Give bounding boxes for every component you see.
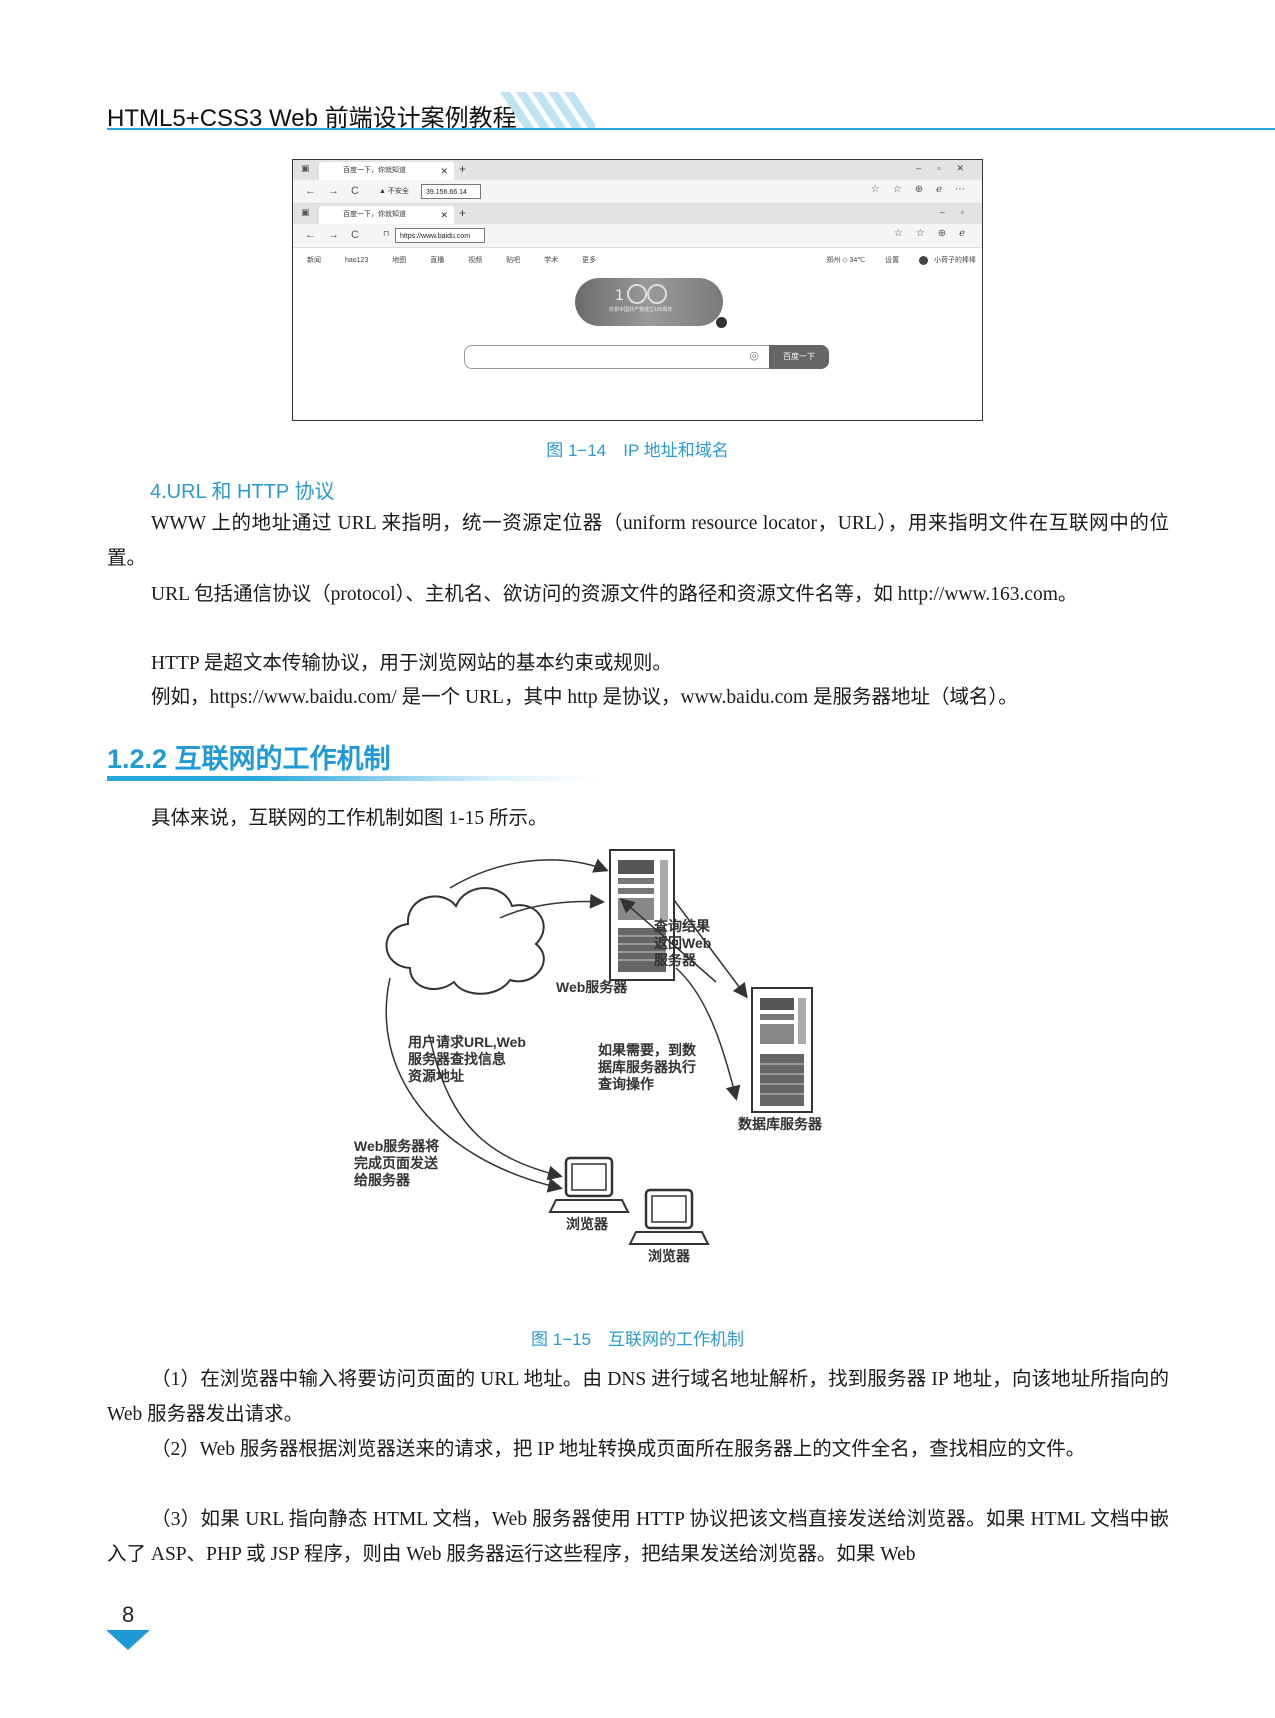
url-field-ip[interactable]: 39.156.66.14	[421, 184, 481, 199]
database-server-label: 数据库服务器	[738, 1116, 822, 1132]
browser-label-1: 浏览器	[566, 1216, 608, 1232]
close-icon[interactable]: ✕	[440, 166, 448, 176]
window-controls[interactable]: –▫	[939, 207, 980, 217]
arrow-cloud-to-browser	[385, 977, 563, 1193]
section-title: 1.2.2 互联网的工作机制	[107, 744, 391, 774]
paragraph: 例如，https://www.baidu.com/ 是一个 URL，其中 htt…	[151, 687, 1018, 708]
camera-icon[interactable]: ◎	[749, 350, 759, 362]
toolbar-icons[interactable]: ☆☆⊕ℯ	[893, 228, 978, 239]
user-request-label: 用户请求URL,Web 服务器查找信息 资源地址	[408, 1034, 526, 1084]
nav-link[interactable]: hao123	[344, 257, 369, 264]
window-icon: ▣	[301, 207, 310, 217]
figure-caption-1-15: 图 1−15 互联网的工作机制	[530, 1330, 744, 1349]
new-tab-icon[interactable]: +	[459, 206, 467, 220]
baidu-search-button[interactable]: 百度一下	[769, 345, 829, 369]
paragraph: URL 包括通信协议（protocol）、主机名、欲访问的资源文件的路径和资源文…	[151, 584, 1078, 605]
tab-bar-2: ▣ 百度一下，你就知道✕ + –▫	[293, 204, 982, 224]
paragraph: WWW 上的地址通过 URL 来指明，统一资源定位器（uniform resou…	[107, 513, 1169, 569]
nav-icons[interactable]: ←→C	[305, 229, 371, 241]
baidu-search-input[interactable]: ◎	[464, 345, 769, 369]
nav-link[interactable]: 贴吧	[506, 257, 521, 264]
window-controls[interactable]: –▫✕	[916, 163, 980, 173]
url-field-domain[interactable]: https://www.baidu.com	[395, 228, 485, 243]
nav-icons[interactable]: ←→C	[305, 185, 371, 197]
web-server-label: Web服务器	[556, 979, 628, 995]
baidu-right-nav: 郑州 ◇ 34℃ 设置 小荷子的棒棒	[808, 255, 976, 265]
browser-tab-1[interactable]: 百度一下，你就知道✕	[319, 162, 454, 180]
nav-link[interactable]: 地图	[392, 257, 407, 264]
nav-link[interactable]: 视频	[468, 257, 483, 264]
close-icon[interactable]: ✕	[440, 210, 448, 220]
browser-tab-2[interactable]: 百度一下，你就知道✕	[319, 206, 454, 224]
section-rule	[107, 776, 597, 781]
new-tab-icon[interactable]: +	[459, 162, 467, 176]
doodle-caption: 庆祝中国共产党成立100周年	[609, 307, 673, 313]
db-query-label: 如果需要，到数 据库服务器执行 查询操作	[598, 1042, 696, 1092]
header-decoration	[500, 92, 595, 128]
browser-icon-2	[628, 1188, 710, 1245]
insecure-label: ▲ 不安全	[379, 188, 409, 195]
play-icon[interactable]	[716, 317, 727, 328]
internet-mechanism-diagram: Web服务器 数据库服务器 浏览器 浏览器 查询结果 返回Web 服务器 用户请…	[354, 848, 930, 1308]
doodle-art: 1	[615, 284, 667, 304]
svg-text:1: 1	[615, 288, 624, 304]
nav-link[interactable]: 更多	[582, 257, 597, 264]
baidu-doodle[interactable]: 1 庆祝中国共产党成立100周年	[575, 278, 723, 326]
address-bar-2: ←→C ⊓ https://www.baidu.com ☆☆⊕ℯ	[293, 224, 982, 248]
nav-link[interactable]: 新闻	[307, 257, 321, 264]
arrow-web-to-browser	[675, 967, 741, 1101]
window-icon: ▣	[301, 163, 310, 173]
baidu-nav: 新闻 hao123 地图 直播 视频 贴吧 学术 更多	[307, 255, 618, 265]
query-result-label: 查询结果 返回Web 服务器	[654, 918, 712, 968]
arrow-send-page	[429, 1037, 563, 1181]
step-paragraph: （2）Web 服务器根据浏览器送来的请求，把 IP 地址转换成页面所在服务器上的…	[151, 1439, 1086, 1460]
step-paragraph: （1）在浏览器中输入将要访问页面的 URL 地址。由 DNS 进行域名地址解析，…	[107, 1369, 1169, 1425]
figure-caption-1-14: 图 1−14 IP 地址和域名	[546, 441, 729, 460]
tab-bar-1: ▣ 百度一下，你就知道✕ + –▫✕	[293, 160, 982, 180]
internet-cloud	[385, 887, 545, 995]
arrow-query-result	[619, 898, 717, 983]
page-marker-icon	[106, 1630, 150, 1650]
running-header: HTML5+CSS3 Web 前端设计案例教程	[107, 105, 517, 132]
figure-ip-domain-screenshot: ▣ 百度一下，你就知道✕ + –▫✕ ←→C ▲ 不安全 39.156.66.1…	[292, 159, 983, 421]
diagram-art	[385, 849, 813, 1245]
database-server-icon	[751, 987, 813, 1113]
web-server-icon	[609, 849, 675, 981]
user-avatar[interactable]	[919, 255, 929, 265]
arrow-db-query	[673, 899, 748, 999]
step-paragraph: （3）如果 URL 指向静态 HTML 文档，Web 服务器使用 HTTP 协议…	[107, 1509, 1169, 1565]
header-rule	[107, 128, 1275, 130]
page-number: 8	[122, 1602, 135, 1627]
toolbar-icons[interactable]: ☆☆⊕ℯ⋯	[870, 184, 978, 195]
user-name[interactable]: 小荷子的棒棒	[934, 257, 976, 264]
nav-link[interactable]: 直播	[430, 257, 445, 264]
settings-link[interactable]: 设置	[885, 257, 900, 264]
browser-icon-1	[548, 1156, 630, 1213]
send-page-label: Web服务器将 完成页面发送 给服务器	[354, 1138, 440, 1188]
arrow-cloud-to-web-2	[499, 893, 605, 919]
address-bar-1: ←→C ▲ 不安全 39.156.66.14 ☆☆⊕ℯ⋯	[293, 180, 982, 204]
browser-label-2: 浏览器	[648, 1248, 690, 1264]
lock-icon: ⊓	[383, 229, 390, 238]
weather-info[interactable]: 郑州 ◇ 34℃	[826, 257, 866, 264]
paragraph: HTTP 是超文本传输协议，用于浏览网站的基本约束或规则。	[151, 653, 672, 674]
subsection-heading: 4.URL 和 HTTP 协议	[150, 481, 335, 503]
paragraph: 具体来说，互联网的工作机制如图 1-15 所示。	[151, 808, 548, 829]
arrow-cloud-to-web	[449, 858, 609, 889]
nav-link[interactable]: 学术	[544, 257, 559, 264]
